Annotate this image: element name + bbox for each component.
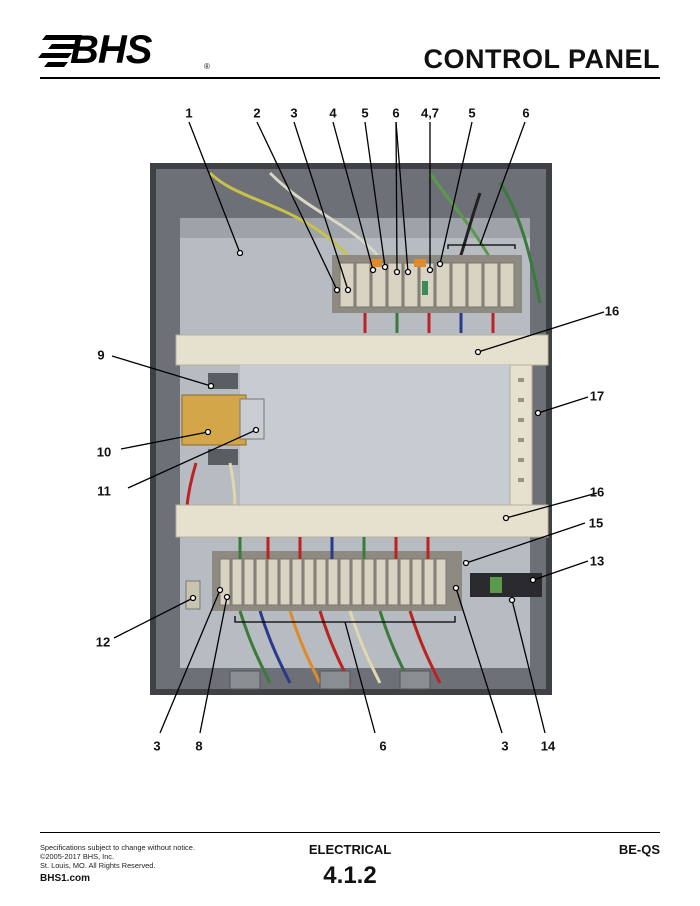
callout-17: 17 bbox=[589, 388, 605, 404]
callout-16: 16 bbox=[589, 484, 605, 500]
callout-5: 5 bbox=[468, 105, 476, 121]
section-number: 4.1.2 bbox=[323, 862, 377, 889]
callout-6: 6 bbox=[379, 738, 387, 754]
callout-13: 13 bbox=[589, 553, 605, 569]
legal-line: ©2005-2017 BHS, Inc. bbox=[40, 852, 115, 861]
page-title: CONTROL PANEL bbox=[423, 44, 660, 74]
legal-line: St. Louis, MO. All Rights Reserved. bbox=[40, 861, 156, 870]
callout-6: 6 bbox=[522, 105, 530, 121]
legal-line: Specifications subject to change without… bbox=[40, 843, 195, 852]
callout-15: 15 bbox=[588, 515, 604, 531]
callout-9: 9 bbox=[97, 347, 105, 363]
logo-speed-lines bbox=[38, 35, 82, 67]
callout-3: 3 bbox=[153, 738, 161, 754]
section-category: ELECTRICAL bbox=[308, 842, 392, 857]
callout-14: 14 bbox=[540, 738, 556, 754]
logo-text: BHS bbox=[70, 28, 152, 72]
callout-2: 2 bbox=[253, 105, 261, 121]
callout-11: 11 bbox=[97, 483, 111, 499]
model-code: BE-QS bbox=[618, 842, 660, 857]
callout-10: 10 bbox=[96, 444, 112, 460]
callout-12: 12 bbox=[95, 634, 111, 650]
callout-3: 3 bbox=[501, 738, 509, 754]
header-divider bbox=[40, 77, 660, 79]
website-link[interactable]: BHS1.com bbox=[40, 873, 91, 884]
callout-3: 3 bbox=[290, 105, 298, 121]
registered-mark: ® bbox=[204, 62, 210, 71]
callout-5: 5 bbox=[361, 105, 369, 121]
callout-6: 6 bbox=[392, 105, 400, 121]
footer-divider bbox=[40, 832, 660, 833]
legal-notice: Specifications subject to change without… bbox=[40, 843, 195, 870]
control-panel-photo bbox=[150, 163, 552, 695]
callout-4-7: 4,7 bbox=[420, 105, 440, 121]
callout-8: 8 bbox=[195, 738, 203, 754]
callout-16: 16 bbox=[604, 303, 620, 319]
callout-4: 4 bbox=[329, 105, 337, 121]
callout-1: 1 bbox=[185, 105, 193, 121]
